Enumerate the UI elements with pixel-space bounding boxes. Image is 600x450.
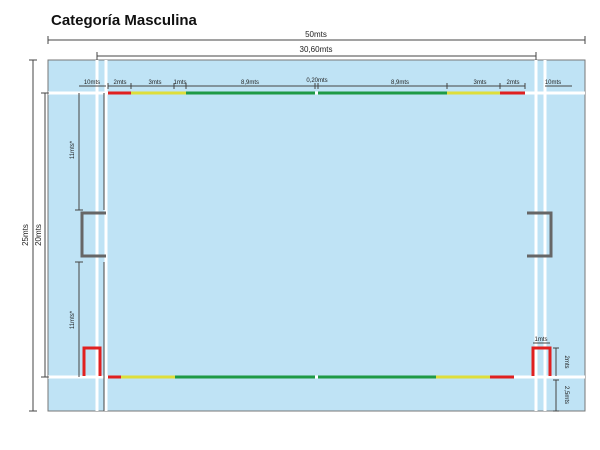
lower-half-label: 11mts* [70, 310, 76, 329]
left-goal [80, 211, 106, 258]
seg-yellow-left-label: 3mts [148, 80, 161, 86]
total-length-label: 50mts [305, 30, 327, 39]
seg-yellow-right-label: 3mts [473, 80, 486, 86]
red-goal-height-label: 2mts [563, 355, 569, 368]
seg-green-right-label: 8,9mts [391, 80, 409, 86]
seg-center-label: 0,20mts [306, 78, 327, 84]
dimension-lines [29, 36, 586, 412]
inner-length-label: 30,60mts [300, 45, 333, 54]
inner-width-label: 20mts [34, 224, 43, 246]
seg-red-left-label: 2mts [113, 80, 126, 86]
total-width-label: 25mts [21, 224, 30, 246]
page-title: Categoría Masculina [51, 12, 197, 29]
red-goal-width-label: 1mts [534, 337, 547, 343]
field-surface [47, 59, 586, 412]
side-zone-left-label: 10mts [84, 80, 100, 86]
left-red-goal [82, 346, 102, 376]
right-red-goal [531, 346, 552, 376]
seg-small-left-label: 1mts [173, 80, 186, 86]
seg-green-left-label: 8,9mts [241, 80, 259, 86]
bottom-gap-label: 2,5mts [563, 386, 569, 404]
seg-red-right-label: 2mts [506, 80, 519, 86]
side-zone-right-label: 10mts [545, 80, 561, 86]
right-goal [527, 211, 553, 258]
upper-half-label: 11mts* [70, 140, 76, 159]
